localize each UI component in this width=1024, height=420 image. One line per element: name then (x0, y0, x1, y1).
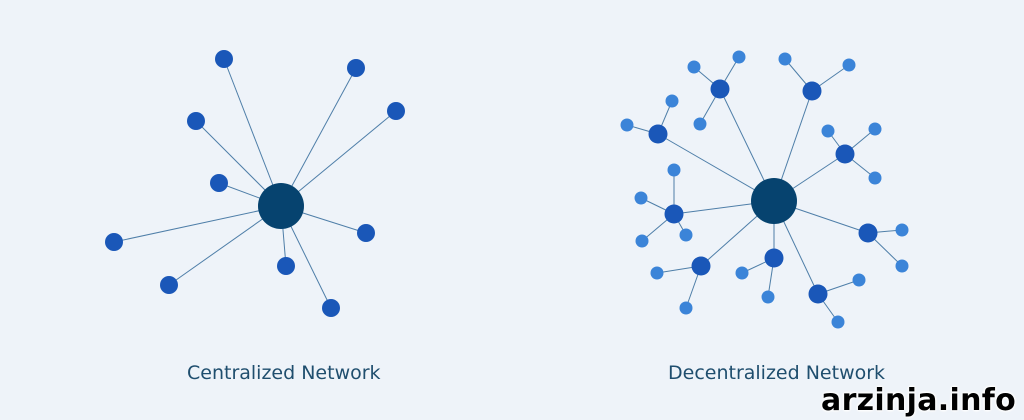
decentralized-leaf-node (635, 234, 649, 248)
decentralized-leaf-node (665, 94, 679, 108)
centralized-network-caption: Centralized Network (187, 362, 381, 384)
centralized-node (187, 112, 205, 130)
decentralized-node (858, 223, 878, 243)
decentralized-leaf-node (852, 273, 866, 287)
decentralized-node (808, 284, 828, 304)
decentralized-leaf-node (679, 228, 693, 242)
decentralized-leaf-node (667, 163, 681, 177)
watermark: arzinja.info (821, 383, 1016, 418)
decentralized-hub (751, 178, 797, 224)
centralized-node (387, 102, 405, 120)
centralized-node (322, 299, 340, 317)
decentralized-leaf-node (821, 124, 835, 138)
decentralized-node (691, 256, 711, 276)
decentralized-leaf-node (778, 52, 792, 66)
centralized-node (210, 174, 228, 192)
decentralized-node (764, 248, 784, 268)
decentralized-leaf-node (620, 118, 634, 132)
decentralized-leaf-node (693, 117, 707, 131)
centralized-edge (280, 110, 397, 207)
decentralized-leaf-node (895, 223, 909, 237)
decentralized-leaf-node (868, 122, 882, 136)
decentralized-leaf-node (895, 259, 909, 273)
decentralized-leaf-node (634, 191, 648, 205)
centralized-edge (280, 67, 357, 207)
centralized-edge (113, 205, 282, 243)
decentralized-leaf-node (650, 266, 664, 280)
decentralized-leaf-node (842, 58, 856, 72)
decentralized-leaf-node (761, 290, 775, 304)
centralized-node (357, 224, 375, 242)
centralized-edge (223, 58, 282, 207)
decentralized-node (802, 81, 822, 101)
centralized-node (215, 50, 233, 68)
decentralized-leaf-node (735, 266, 749, 280)
decentralized-leaf-node (687, 60, 701, 74)
decentralized-node (648, 124, 668, 144)
decentralized-node (664, 204, 684, 224)
decentralized-node (835, 144, 855, 164)
centralized-node (347, 59, 365, 77)
decentralized-leaf-node (831, 315, 845, 329)
decentralized-network-caption: Decentralized Network (668, 362, 886, 384)
centralized-node (160, 276, 178, 294)
decentralized-leaf-node (679, 301, 693, 315)
centralized-node (277, 257, 295, 275)
decentralized-node (710, 79, 730, 99)
decentralized-leaf-node (732, 50, 746, 64)
nodes (105, 50, 909, 329)
centralized-node (105, 233, 123, 251)
decentralized-leaf-node (868, 171, 882, 185)
centralized-hub (258, 183, 304, 229)
